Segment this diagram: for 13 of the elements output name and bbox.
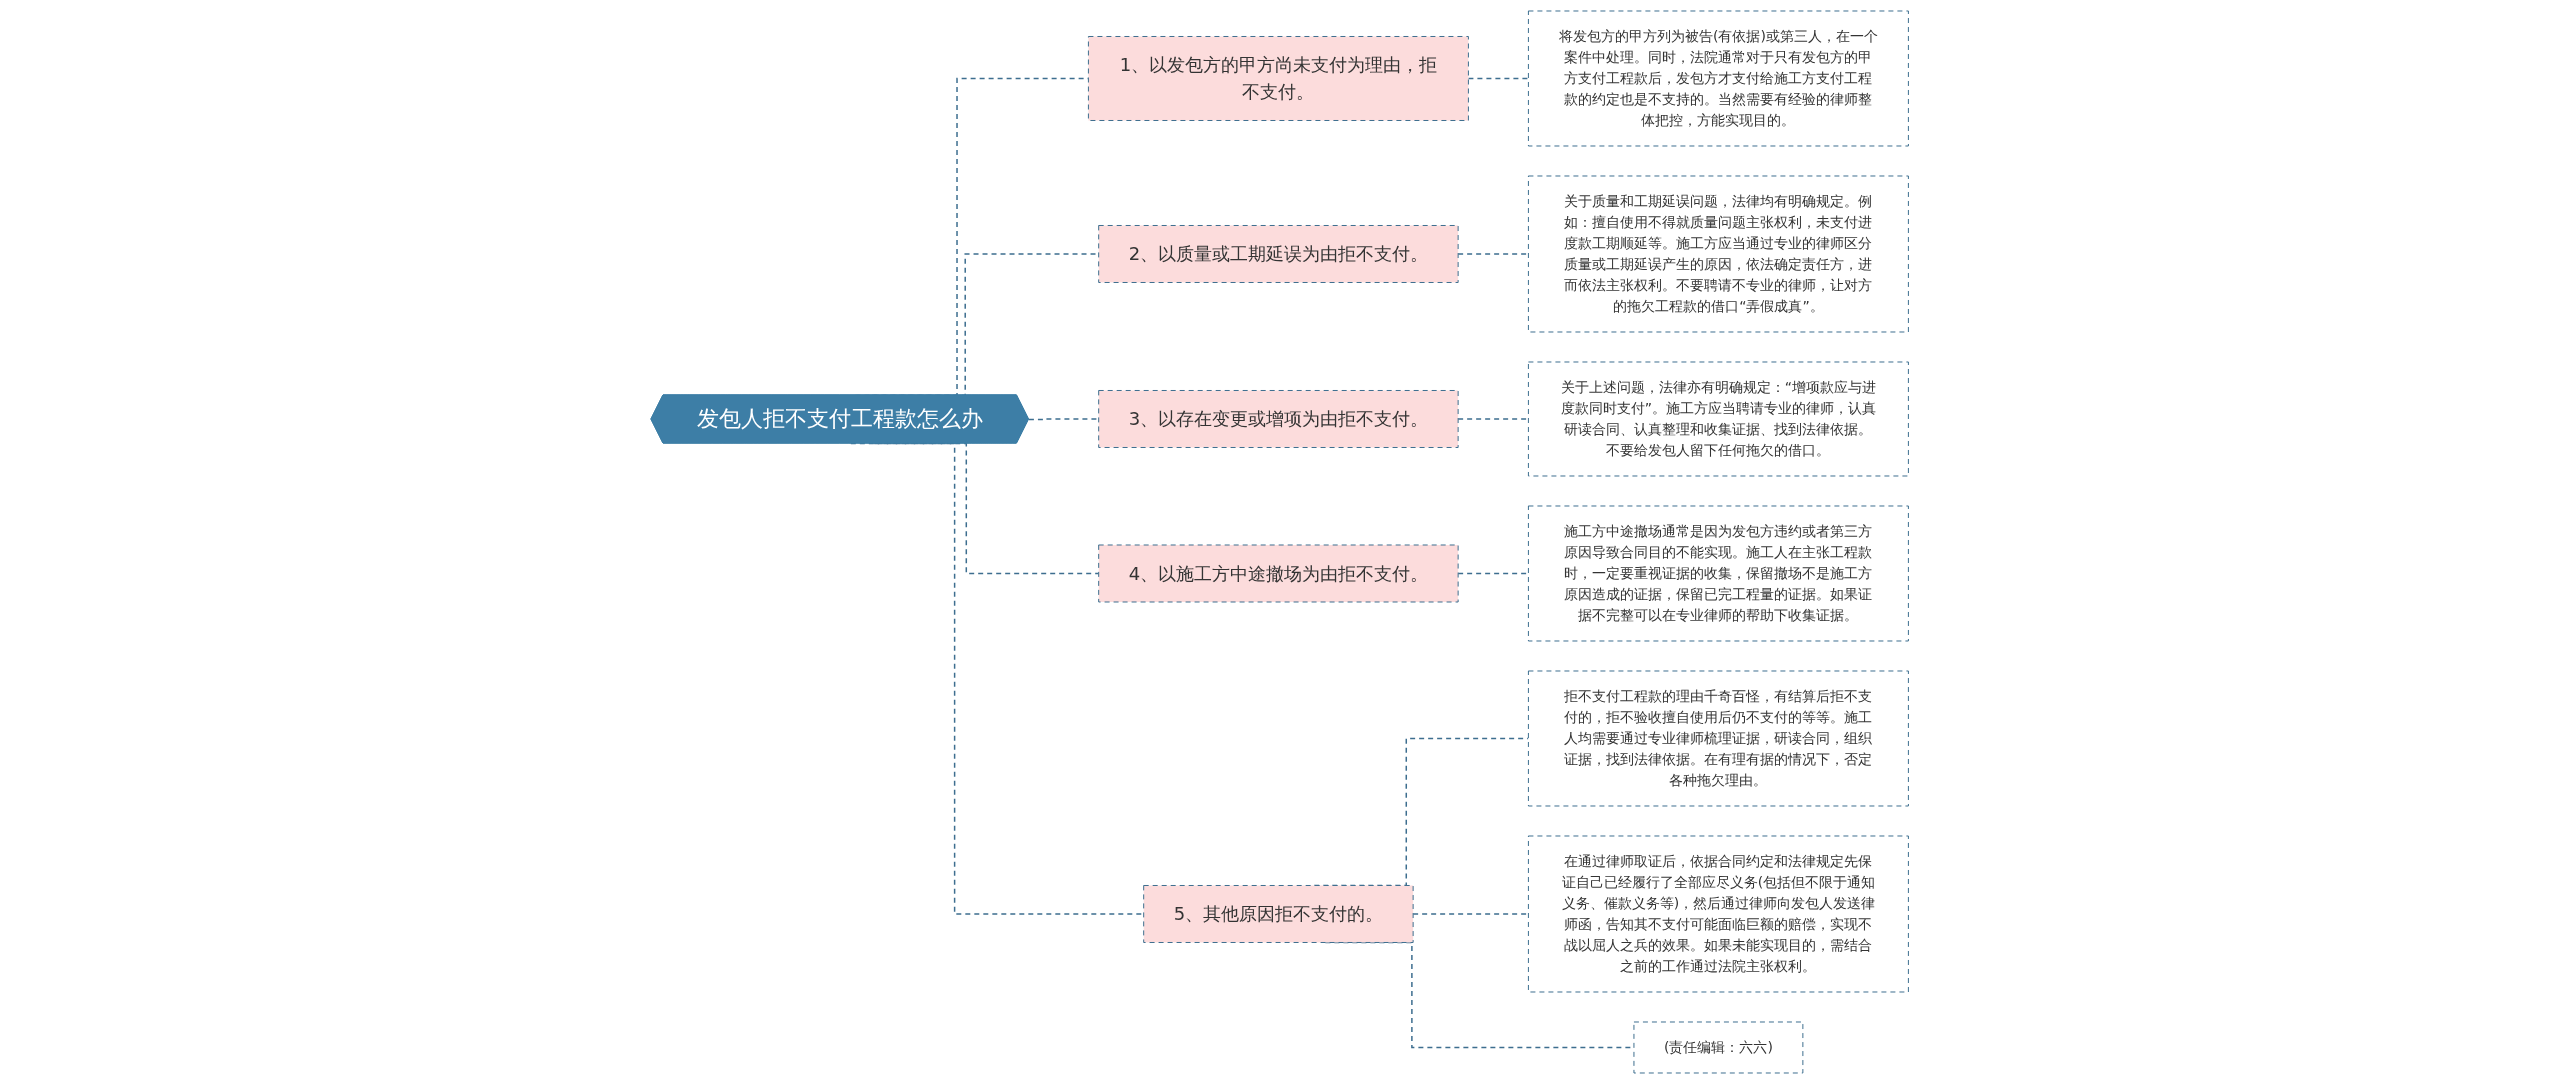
node-box: 2、以质量或工期延误为由拒不支付。 xyxy=(1098,224,1459,283)
node-box: 在通过律师取证后，依据合同约定和法律规定先保证自己已经履行了全部应尽义务(包括但不限于通知义务、催款义务等)，然后通过律师向发包人发送律师函，告知其不支付可能面临巨额的赔偿，实现不战以屈人之兵的效果。如果未能实现目的，需结合之前的工作通过法院主张权利。 xyxy=(1528,835,1910,992)
node-box: 1、以发包方的甲方尚未支付为理由，拒不支付。 xyxy=(1088,35,1470,121)
node-box: (责任编辑：六六) xyxy=(1633,1021,1804,1073)
node-box: 4、以施工方中途撤场为由拒不支付。 xyxy=(1098,544,1459,602)
node-box: 5、其他原因拒不支付的。 xyxy=(1143,884,1414,943)
connector xyxy=(1467,77,1530,79)
node-box: 关于上述问题，法律亦有明确规定：“增项款应与进度款同时支付”。施工方应当聘请专业的律师，认真研读合同、认真整理和收集证据、找到法律依据。不要给发包人留下任何拖欠的借口。 xyxy=(1528,361,1910,476)
node-box: 拒不支付工程款的理由千奇百怪，有结算后拒不支付的，拒不验收擅自使用后仍不支付的等等。施工人均需要通过专业律师梳理证据，研读合同，组织证据，找到法律依据。在有理有据的情况下，否定各种拖欠理由。 xyxy=(1528,670,1910,806)
node-box: 3、以存在变更或增项为由拒不支付。 xyxy=(1098,389,1459,448)
node-box: 关于质量和工期延误问题，法律均有明确规定。例如：擅自使用不得就质量问题主张权利，未支付进度款工期顺延等。施工方应当通过专业的律师区分质量或工期延误产生的原因，依法确定责任方，进而依法主张权利。不要聘请不专业的律师，让对方的拖欠工程款的借口“弄假成真”。 xyxy=(1528,175,1910,332)
node-box: 施工方中途撤场通常是因为发包方违约或者第三方原因导致合同目的不能实现。施工人在主张工程款时，一定要重视证据的收集，保留撤场不是施工方原因造成的证据，保留已完工程量的证据。如果证据不完整可以在专业律师的帮助下收集证据。 xyxy=(1528,505,1910,641)
node-box: 将发包方的甲方列为被告(有依据)或第三人，在一个案件中处理。同时，法院通常对于只有发包方的甲方支付工程款后，发包方才支付给施工方支付工程款的约定也是不支持的。当然需要有经验的律师整体把控，方能实现目的。 xyxy=(1528,10,1910,146)
